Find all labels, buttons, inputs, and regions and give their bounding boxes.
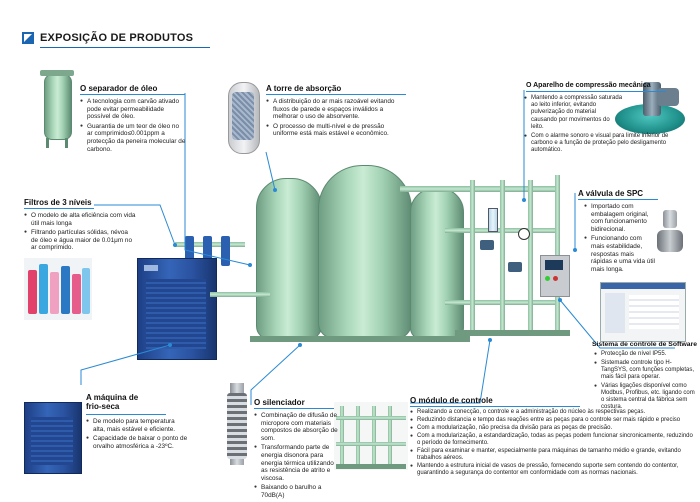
pipe-vertical-2 — [500, 180, 505, 330]
filters-title: Filtros de 3 níveis — [24, 198, 92, 207]
refrigerated-dryer-image — [137, 258, 217, 360]
tank-base — [250, 336, 470, 342]
list-item: A tecnologia com carvão ativado pode evi… — [80, 98, 186, 121]
tower-title: A torre de absorção — [266, 84, 342, 93]
list-item: Realizando a conecção, o controle e a ad… — [410, 409, 696, 416]
silencer-image — [224, 383, 250, 465]
list-item: Com o alarme sonoro e visual para limite… — [524, 133, 690, 155]
dryer-title: A máquina de frio-seca — [86, 393, 139, 411]
list-item: Sistemade controle tipo H-TangSYS, com f… — [594, 360, 696, 381]
separator-title: O separador de óleo — [80, 84, 158, 93]
flowmeter — [488, 208, 498, 232]
list-item: Combinação de difusão de micropore com m… — [254, 412, 338, 442]
list-item: Importado com embalagem original, com fu… — [584, 203, 656, 233]
filters-title-line — [24, 208, 94, 209]
control-cabinet-image — [540, 255, 570, 297]
dryer-title-line — [86, 414, 166, 415]
list-item: O processo de multi-nível e de pressão u… — [266, 123, 408, 138]
compression-title-line — [526, 91, 666, 92]
list-item: Várias ligações disponível como Modbus, … — [594, 383, 696, 411]
title-underline — [40, 47, 210, 48]
list-item: Fácil para examinar e manter, especialme… — [410, 448, 696, 462]
separator-bullets: A tecnologia com carvão ativado pode evi… — [80, 98, 186, 155]
page-title: EXPOSIÇÃO DE PRODUTOS — [40, 32, 194, 44]
list-item: Mantendo a compressão saturada ao leito … — [524, 95, 623, 131]
list-item: Funcionando com mais estabilidade, respo… — [584, 235, 656, 273]
pipe-vertical-1 — [470, 180, 475, 330]
list-item: Baixando o barulho a 70dB(A) — [254, 484, 338, 499]
control-title-line — [410, 406, 580, 407]
spc-valve-image — [655, 210, 685, 254]
silencer-bullets: Combinação de difusão de micropore com m… — [254, 412, 338, 502]
skid-frame — [455, 330, 570, 336]
list-item: De modelo para temperatura alta, mais es… — [86, 418, 188, 433]
refrigerated-dryer-small-image — [24, 402, 82, 474]
software-title: Sistema de controle de Software — [592, 341, 698, 348]
compression-title: O Aparelho de compressão mecânica — [526, 82, 651, 89]
pipe-vertical-4 — [555, 175, 560, 330]
oil-separator-image — [40, 68, 74, 148]
list-item: Capacidade de baixar o ponto de orvalho … — [86, 435, 188, 450]
list-item: Guarantia de um teor de óleo no ar compr… — [80, 123, 186, 153]
tower-title-line — [266, 94, 406, 95]
absorption-tower-image — [225, 82, 261, 154]
silencer-title-line — [254, 408, 334, 409]
list-item: Com a modularização, não precisa da divi… — [410, 425, 696, 432]
dryer-bullets: De modelo para temperatura alta, mais es… — [86, 418, 188, 452]
spc-title: A válvula de SPC — [578, 189, 644, 198]
compression-bullets: Mantendo a compressão saturada ao leito … — [524, 95, 690, 157]
filters-bullets: O modelo de alta eficiência com vida úti… — [24, 212, 136, 254]
list-item: Mantendo a estrutura inicial de vasos de… — [410, 463, 696, 477]
valve-block-2 — [508, 262, 522, 272]
control-bullets: Realizando a conecção, o controle e a ad… — [410, 409, 696, 478]
spc-title-line — [578, 199, 658, 200]
silencer-title: O silenciador — [254, 398, 305, 407]
valve-block-1 — [480, 240, 494, 250]
software-bullets: Protecção de nível IP55. Sistemade contr… — [594, 351, 696, 413]
arrow-square-icon-inner — [24, 34, 32, 42]
page-header — [0, 0, 700, 28]
tower-bullets: A distribuição do ar mais razoável evita… — [266, 98, 408, 140]
list-item: Com a modularização, a estandardização, … — [410, 433, 696, 447]
software-screenshot-image — [600, 282, 686, 342]
separator-title-line — [80, 94, 185, 95]
list-item: Filtrando partículas sólidas, névoa de ó… — [24, 229, 136, 252]
spc-bullets: Importado com embalagem original, com fu… — [584, 203, 656, 275]
pipe-horizontal-top — [400, 186, 560, 192]
pipe-main-feed — [210, 292, 270, 297]
list-item: Transformando parte de energia disonora … — [254, 444, 338, 482]
compression-device-image — [615, 78, 685, 142]
list-item: O modelo de alta eficiência com vida úti… — [24, 212, 136, 227]
pressure-gauge-icon — [518, 228, 530, 240]
pipe-vertical-3 — [528, 180, 533, 330]
list-item: A distribuição do ar mais razoável evita… — [266, 98, 408, 121]
list-item: Protecção de nível IP55. — [594, 351, 696, 358]
control-title: O módulo de controle — [410, 396, 493, 405]
control-module-image — [334, 402, 408, 470]
filter-cartridges-image — [24, 258, 92, 320]
list-item: Reduzindo distancia e tempo das reações … — [410, 417, 696, 424]
